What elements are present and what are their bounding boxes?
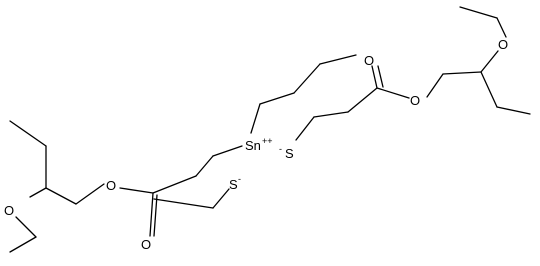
- ether-o-right-label: O: [498, 37, 508, 52]
- thiolate-left-charge: -: [238, 174, 241, 184]
- left-ester-arm: [9, 120, 243, 253]
- ester-o-left-label: O: [106, 178, 116, 193]
- thiolate-right-charge: -: [279, 144, 282, 154]
- tin-atom-label: Sn: [245, 138, 261, 153]
- tin-charge-label: ++: [262, 136, 273, 146]
- butyl-chain: [250, 54, 357, 134]
- ester-o-right-label: O: [410, 93, 420, 108]
- right-ester-arm: [295, 6, 531, 141]
- thiolate-left-label: S: [229, 177, 238, 192]
- ether-o-left-label: O: [4, 203, 14, 218]
- thiolate-right-label: S: [285, 146, 294, 161]
- carbonyl-o-right-label: O: [364, 53, 374, 68]
- carbonyl-o-left-label: O: [141, 237, 151, 252]
